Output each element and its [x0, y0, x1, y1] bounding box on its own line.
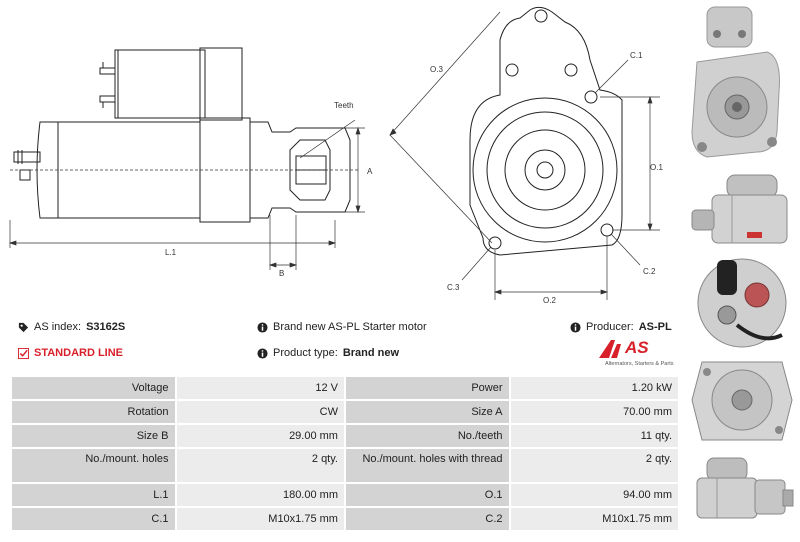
producer-label: Producer:: [586, 321, 634, 333]
checkbox-checked-icon: [18, 347, 29, 359]
dimension-c1-label: C.1: [630, 51, 643, 60]
spec-label: Power: [343, 375, 511, 401]
spec-value: M10x1.75 mm: [174, 506, 346, 532]
spec-label: No./teeth: [343, 423, 511, 449]
as-index-label: AS index:: [34, 321, 82, 333]
spec-label: C.2: [343, 506, 511, 532]
logo-tagline: Alternators, Starters & Parts: [605, 361, 674, 367]
dimension-b-label: B: [279, 269, 284, 278]
dimension-c2-label: C.2: [643, 267, 656, 276]
tag-icon: [18, 322, 29, 332]
spec-value: M10x1.75 mm: [508, 506, 680, 532]
spec-label: C.1: [10, 506, 177, 532]
table-row: Size B 29.00 mm No./teeth 11 qty.: [10, 423, 680, 449]
spec-value: 1.20 kW: [508, 375, 680, 401]
spec-label: Size B: [10, 423, 177, 449]
logo-brand: AS: [625, 338, 649, 357]
table-row: No./mount. holes 2 qty. No./mount. holes…: [10, 447, 680, 484]
product-photo-angle[interactable]: [687, 450, 797, 540]
dimension-lines: [8, 119, 365, 270]
spec-label: Voltage: [10, 375, 177, 401]
spec-value: 180.00 mm: [174, 482, 346, 508]
standard-line-row: STANDARD LINE: [18, 347, 123, 359]
table-row: L.1 180.00 mm O.1 94.00 mm: [10, 482, 680, 508]
table-row: C.1 M10x1.75 mm C.2 M10x1.75 mm: [10, 506, 680, 532]
spec-label: No./mount. holes: [10, 447, 177, 484]
brand-new-row: Brand new AS-PL Starter motor: [257, 321, 427, 333]
table-row: Rotation CW Size A 70.00 mm: [10, 399, 680, 425]
spec-value: 2 qty.: [508, 447, 680, 484]
dimension-a-label: A: [367, 167, 373, 176]
info-icon: [257, 321, 268, 333]
product-photo-face[interactable]: [687, 352, 797, 447]
spec-value: 94.00 mm: [508, 482, 680, 508]
product-photo-front[interactable]: [687, 2, 797, 167]
standard-line-label: STANDARD LINE: [34, 347, 124, 359]
dimension-c3-label: C.3: [447, 283, 460, 292]
spec-label: No./mount. holes with thread: [343, 447, 511, 484]
info-icon: [257, 347, 268, 359]
product-type-row: Product type: Brand new: [257, 347, 399, 359]
product-photo-gallery: [683, 0, 800, 542]
spec-value: 11 qty.: [508, 423, 680, 449]
side-view-drawing: [13, 47, 351, 223]
as-index-row: AS index: S3162S: [18, 321, 125, 333]
spec-value: 2 qty.: [174, 447, 346, 484]
spec-value: 70.00 mm: [508, 399, 680, 425]
spec-label: L.1: [10, 482, 177, 508]
spec-value: 12 V: [174, 375, 346, 401]
spec-value: CW: [174, 399, 346, 425]
table-row: Voltage 12 V Power 1.20 kW: [10, 375, 680, 401]
dimension-l1-label: L.1: [165, 248, 177, 257]
as-index-value: S3162S: [86, 321, 126, 333]
producer-row: Producer: AS-PL: [570, 321, 672, 333]
front-view-drawing: [469, 6, 623, 256]
specs-table: Voltage 12 V Power 1.20 kW Rotation CW S…: [10, 375, 680, 532]
dimension-o3-label: O.3: [430, 65, 443, 74]
product-photo-side[interactable]: [687, 170, 797, 250]
spec-label: O.1: [343, 482, 511, 508]
product-type-label: Product type:: [273, 347, 338, 359]
teeth-label: Teeth: [334, 101, 354, 110]
info-icon: [570, 321, 581, 333]
product-photo-rear[interactable]: [687, 255, 797, 350]
dimension-o1-label: O.1: [650, 163, 663, 172]
product-type-value: Brand new: [342, 347, 400, 359]
spec-label: Size A: [343, 399, 511, 425]
producer-value: AS-PL: [638, 321, 672, 333]
as-pl-logo: AS Alternators, Starters & Parts: [595, 338, 680, 370]
brand-new-text: Brand new AS-PL Starter motor: [273, 321, 427, 333]
technical-drawing: Teeth A L.1 B O.3 C.1: [0, 0, 680, 305]
spec-value: 29.00 mm: [174, 423, 346, 449]
spec-label: Rotation: [10, 399, 177, 425]
logo-mark-icon: [599, 340, 621, 358]
dimension-o2-label: O.2: [543, 296, 556, 305]
